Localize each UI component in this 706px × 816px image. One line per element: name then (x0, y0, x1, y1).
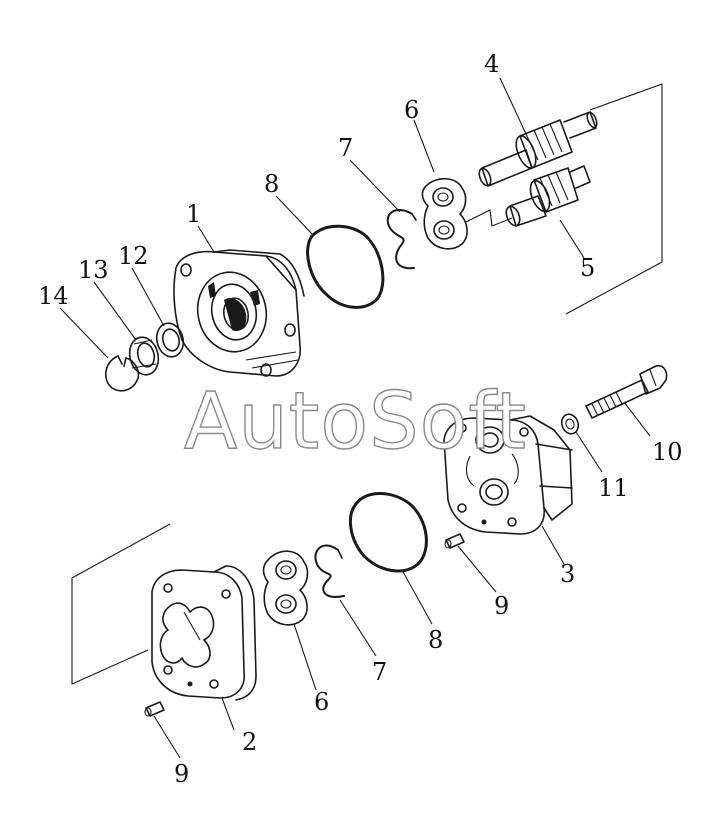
watermark-text: AutoSoft (184, 377, 527, 467)
drive-gear-part-4 (478, 111, 598, 187)
callout-6-lower: 6 (314, 688, 329, 716)
o-ring-part-8-lower (348, 492, 428, 573)
callout-3: 3 (560, 560, 575, 588)
callout-11: 11 (598, 474, 629, 502)
callout-12: 12 (118, 242, 149, 270)
callout-1: 1 (186, 200, 201, 228)
wire-seal-part-7-lower (314, 544, 345, 598)
rear-body-part-3 (443, 415, 573, 535)
callout-6-upper: 6 (404, 96, 419, 124)
wire-seal-part-7-upper (386, 209, 417, 270)
callout-8-lower: 8 (428, 626, 443, 654)
callout-4: 4 (484, 50, 499, 78)
bearing-part-13 (128, 336, 160, 376)
callout-8-upper: 8 (264, 170, 279, 198)
snap-ring-part-14 (105, 355, 140, 392)
dowel-pin-part-9-upper (444, 533, 465, 549)
callout-7-lower: 7 (372, 658, 387, 686)
callout-7-upper: 7 (338, 134, 353, 162)
callout-9-lower: 9 (174, 760, 189, 788)
callout-5: 5 (580, 254, 595, 282)
bolt-part-10 (585, 364, 668, 419)
bushing-part-6-upper (421, 177, 468, 250)
front-cover-part-1 (173, 249, 305, 377)
washer-part-12 (155, 322, 185, 358)
assembly-bracket-lower (71, 523, 171, 685)
o-ring-part-8-upper (306, 224, 385, 309)
washer-part-11 (560, 413, 580, 435)
callout-14: 14 (38, 282, 69, 310)
driven-gear-part-5 (505, 165, 591, 227)
callout-2: 2 (242, 728, 257, 756)
callout-10: 10 (652, 438, 683, 466)
assembly-bracket-upper (565, 83, 663, 315)
callout-9-upper: 9 (494, 592, 509, 620)
dowel-pin-part-9-lower (144, 701, 165, 717)
gear-housing-part-2 (151, 565, 257, 701)
bushing-part-6-lower (262, 550, 309, 626)
leader-lines (59, 77, 651, 759)
callout-labels: 1 2 3 4 5 6 6 7 7 8 8 9 9 10 11 12 13 14 (38, 50, 683, 788)
callout-13: 13 (78, 256, 109, 284)
